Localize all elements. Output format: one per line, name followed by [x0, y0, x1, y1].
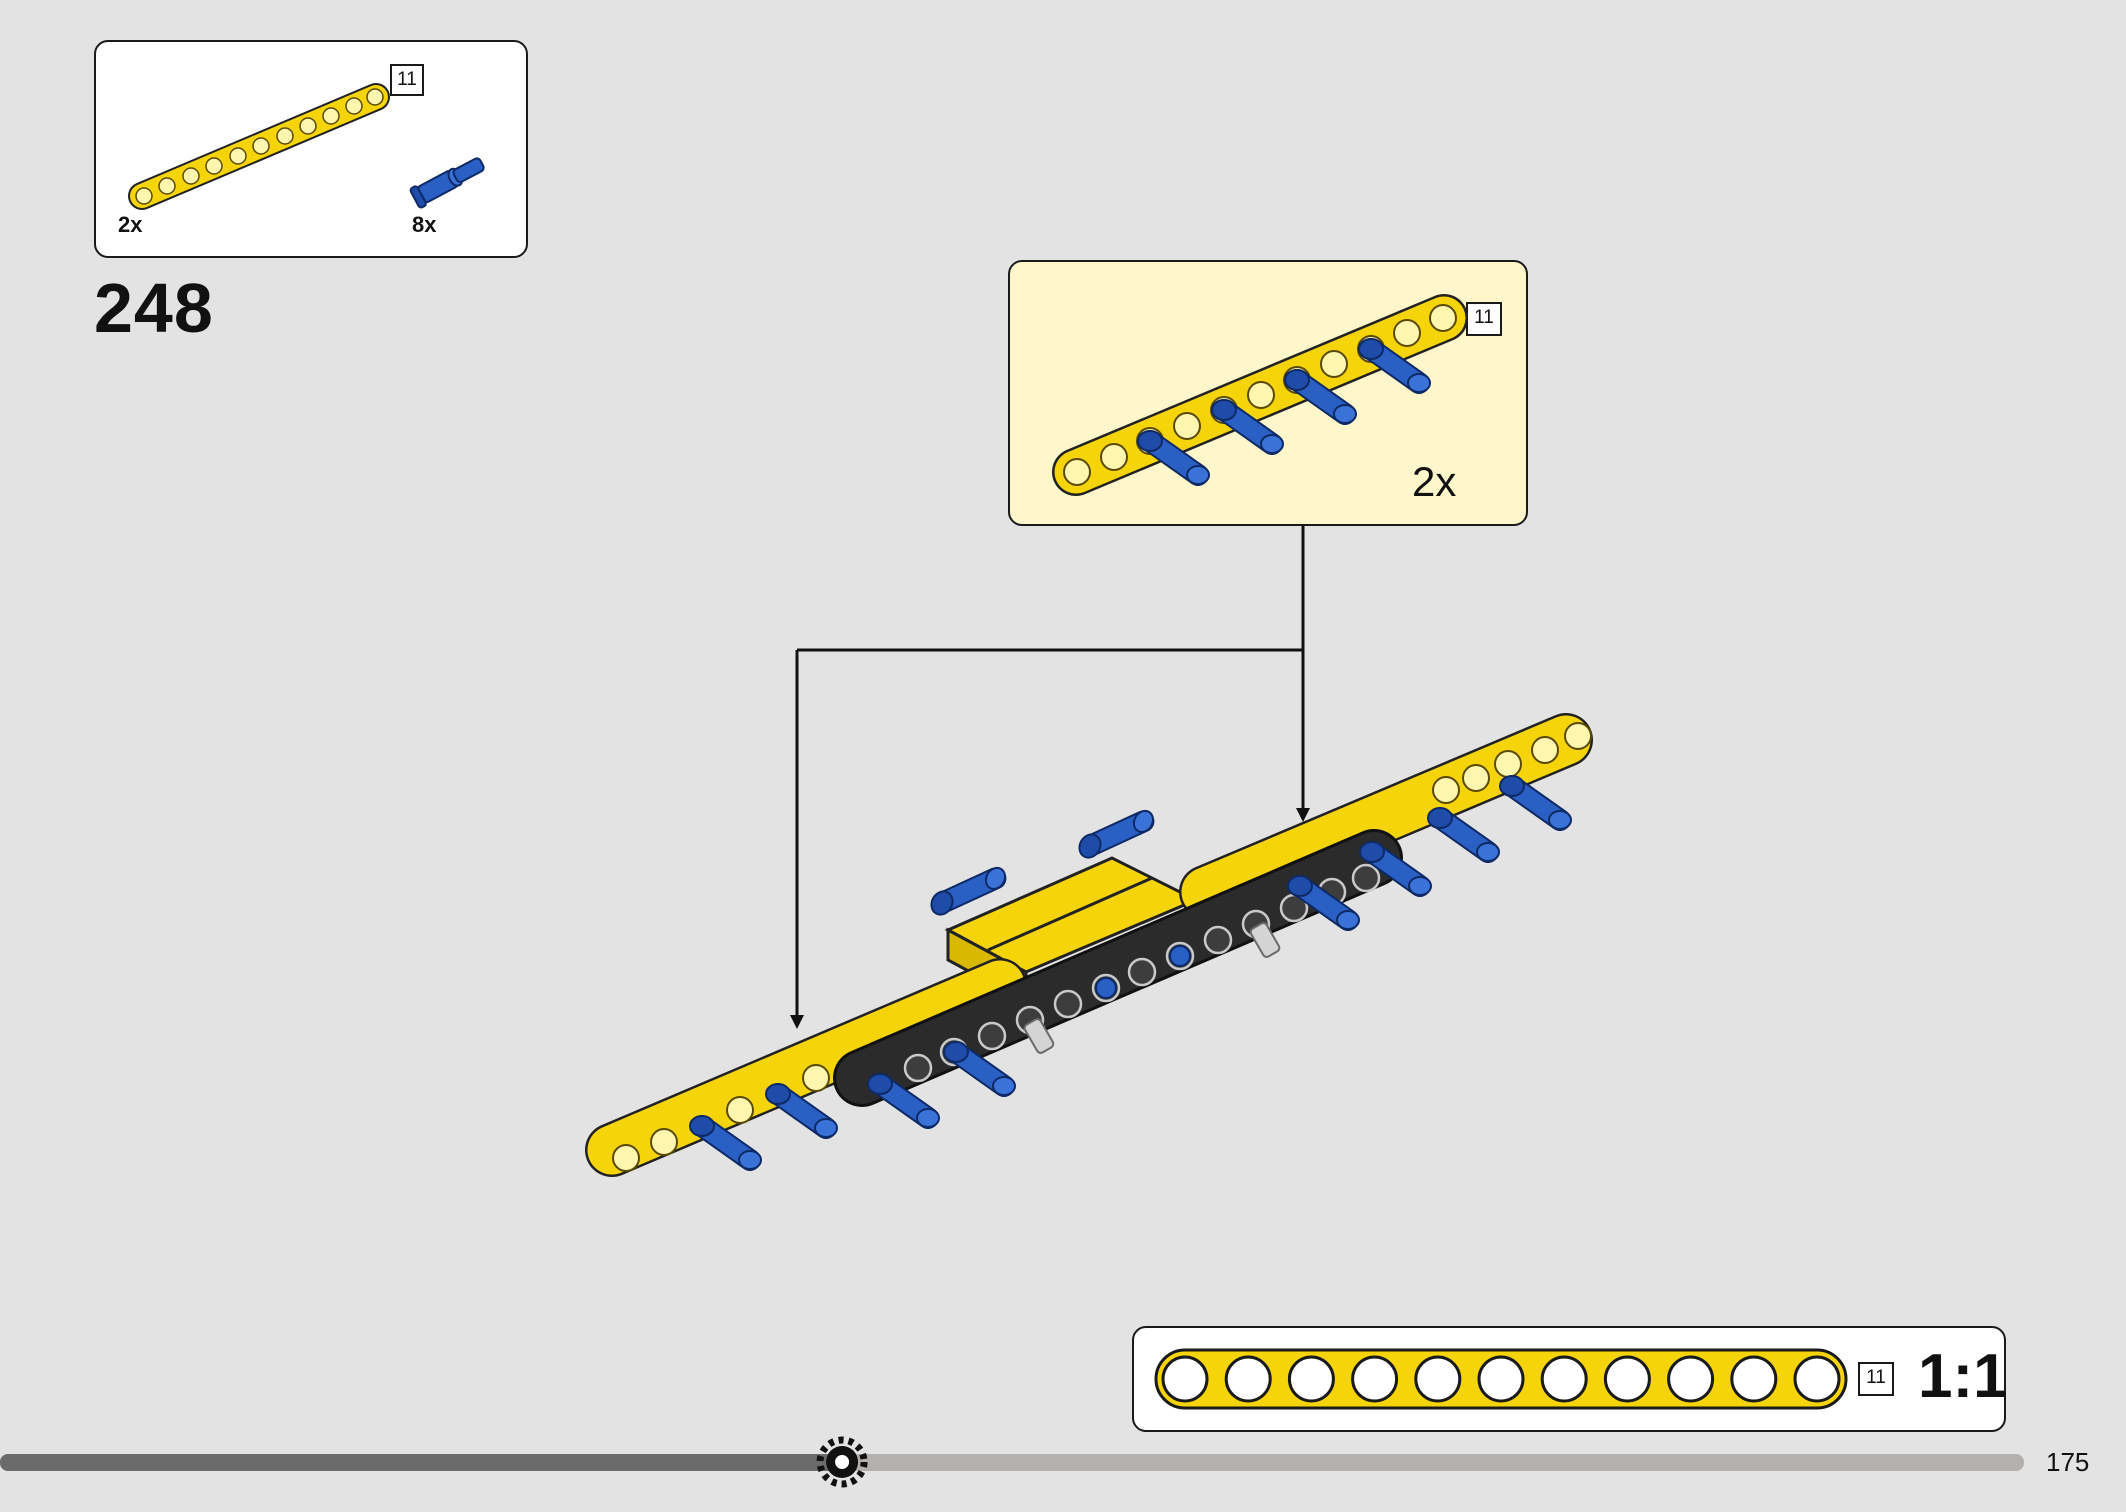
- subassembly-image: [1052, 294, 1468, 496]
- subassembly-length-badge: 11: [1466, 302, 1502, 336]
- scale-label: 1:1: [1918, 1342, 2008, 1411]
- parts-pin-quantity: 8x: [412, 212, 437, 237]
- beam-hole: [1287, 1355, 1335, 1403]
- progress-bar: [0, 1436, 2024, 1488]
- beam-hole: [1603, 1355, 1651, 1403]
- beam-hole: [1224, 1355, 1272, 1403]
- scale-beam-image: [1154, 1348, 1848, 1410]
- beam-hole: [1414, 1355, 1462, 1403]
- beam-hole: [1161, 1355, 1209, 1403]
- beam-hole: [1793, 1355, 1841, 1403]
- parts-beam-length-badge: 11: [390, 64, 424, 96]
- step-number: 248: [94, 269, 214, 347]
- beam-hole: [1667, 1355, 1715, 1403]
- beam-hole: [1730, 1355, 1778, 1403]
- parts-beam-image: [128, 83, 390, 210]
- parts-pin-image: [408, 157, 485, 210]
- gear-icon: [816, 1436, 868, 1488]
- beam-hole: [1477, 1355, 1525, 1403]
- scale-length-badge: 11: [1858, 1362, 1894, 1396]
- parts-list-box: [94, 40, 528, 258]
- assembly-arrows: [790, 526, 1310, 1029]
- subassembly-quantity: 2x: [1412, 458, 1457, 505]
- page-number: 175: [2046, 1447, 2090, 1477]
- main-model-image: [585, 713, 1593, 1171]
- beam-hole: [1540, 1355, 1588, 1403]
- parts-beam-quantity: 2x: [118, 212, 143, 237]
- beam-hole: [1351, 1355, 1399, 1403]
